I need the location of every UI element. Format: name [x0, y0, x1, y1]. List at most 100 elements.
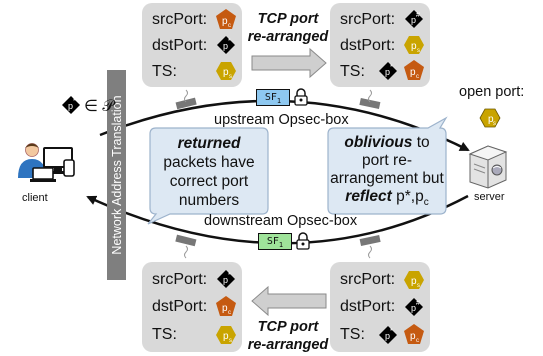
src-port-label: srcPort: — [340, 271, 396, 288]
left-bubble-bold: returned — [177, 135, 241, 152]
link-tick — [359, 234, 381, 246]
sf-up-sub: 1 — [276, 97, 282, 105]
svg-text:*: * — [390, 328, 393, 335]
svg-text:p: p — [68, 101, 73, 111]
svg-text:p: p — [223, 275, 228, 285]
tcp-rearranged-bottom: TCP port re-arranged — [246, 318, 330, 354]
dst-port-label: dstPort: — [152, 298, 208, 315]
right-bubble-text2: p*,p — [391, 188, 424, 205]
link-tick — [175, 234, 197, 247]
svg-text:p: p — [410, 67, 416, 78]
bottom-transform-arrow — [251, 285, 327, 317]
phash-diamond-icon: p# — [405, 298, 423, 316]
leader-line — [368, 89, 372, 103]
left-bubble — [147, 127, 269, 225]
right-bubble-text: oblivious to port re-arrangement but ref… — [330, 134, 444, 212]
pstar-diamond-icon: p* — [217, 36, 235, 54]
set-membership: ∈ 𝒫 — [84, 96, 114, 116]
svg-text:p: p — [385, 67, 390, 77]
server-label: server — [474, 191, 505, 203]
dst-port-label: dstPort: — [340, 37, 396, 54]
svg-text:p: p — [223, 41, 228, 51]
svg-text:#: # — [416, 12, 420, 19]
svg-text:#: # — [416, 300, 420, 307]
svg-text:p: p — [411, 15, 416, 25]
sf-down-label: SF — [266, 236, 279, 247]
sf-down-sub: 1 — [278, 241, 284, 249]
nat-bar — [107, 70, 126, 280]
dst-port-label: dstPort: — [340, 298, 396, 315]
src-port-label: srcPort: — [152, 11, 208, 28]
right-bubble-sub: c — [423, 197, 429, 209]
ts-label: TS: — [152, 63, 177, 80]
svg-text:*: * — [228, 272, 231, 279]
link-tick — [359, 97, 381, 109]
ts-label: TS: — [152, 326, 177, 343]
tcp-bottom-line1: TCP port — [257, 319, 319, 335]
tcp-bottom-line2: re-arranged — [247, 337, 329, 353]
upstream-label: upstream Opsec-box — [214, 112, 349, 128]
svg-text:p: p — [223, 67, 229, 78]
svg-text:s: s — [229, 338, 232, 344]
open-port-hexagon: p s — [479, 108, 501, 128]
open-port-label: open port: — [459, 84, 525, 100]
ts-label: TS: — [340, 63, 365, 80]
svg-text:*: * — [390, 64, 393, 71]
svg-text:s: s — [229, 74, 232, 80]
svg-text:p: p — [411, 303, 416, 313]
leader-line — [184, 245, 188, 259]
element-of: ∈ — [84, 98, 98, 115]
svg-text:c: c — [416, 338, 419, 344]
sf-up-label: SF — [264, 92, 277, 103]
top-transform-arrow — [251, 47, 327, 79]
svg-text:c: c — [416, 74, 419, 80]
svg-text:p: p — [385, 331, 390, 341]
link-tick — [175, 97, 197, 110]
phash-diamond-icon: p# — [405, 10, 423, 28]
pstar-diamond-icon: p* — [217, 270, 235, 288]
client-icon — [18, 143, 75, 182]
svg-text:c: c — [228, 310, 231, 316]
client-label: client — [22, 192, 48, 204]
lock-icon — [296, 232, 310, 250]
left-bubble-text: returned packets have correct port numbe… — [152, 134, 266, 210]
svg-text:p: p — [223, 331, 229, 342]
downstream-label: downstream Opsec-box — [204, 213, 358, 229]
open-port-symbol: p — [488, 114, 494, 125]
svg-text:p: p — [411, 276, 417, 287]
sf-upstream: SF1 — [256, 89, 290, 106]
server-icon — [468, 145, 508, 189]
right-bubble-bold1: oblivious — [344, 134, 413, 151]
pstar-diamond-icon: p* — [379, 326, 397, 344]
ts-label: TS: — [340, 326, 365, 343]
leader-line — [184, 89, 188, 103]
src-port-label: srcPort: — [340, 11, 396, 28]
src-port-label: srcPort: — [152, 271, 208, 288]
svg-text:p: p — [222, 303, 228, 314]
svg-text:c: c — [228, 23, 231, 29]
svg-text:p: p — [222, 16, 228, 27]
port-set-symbol: 𝒫 — [102, 98, 114, 115]
sf-downstream: SF1 — [258, 233, 292, 250]
tcp-rearranged-top: TCP port re-arranged — [246, 10, 330, 46]
left-bubble-rest: packets have correct port numbers — [163, 154, 255, 209]
open-port-sub: s — [493, 121, 496, 127]
svg-text:s: s — [417, 48, 420, 54]
pstar-diamond-icon: p* — [379, 62, 397, 80]
right-bubble-text1: to port re-arrangement but — [330, 134, 444, 187]
tcp-top-line2: re-arranged — [247, 29, 329, 45]
pstar-diamond-icon: p * — [62, 96, 80, 114]
right-bubble-bold2: reflect — [345, 188, 392, 205]
